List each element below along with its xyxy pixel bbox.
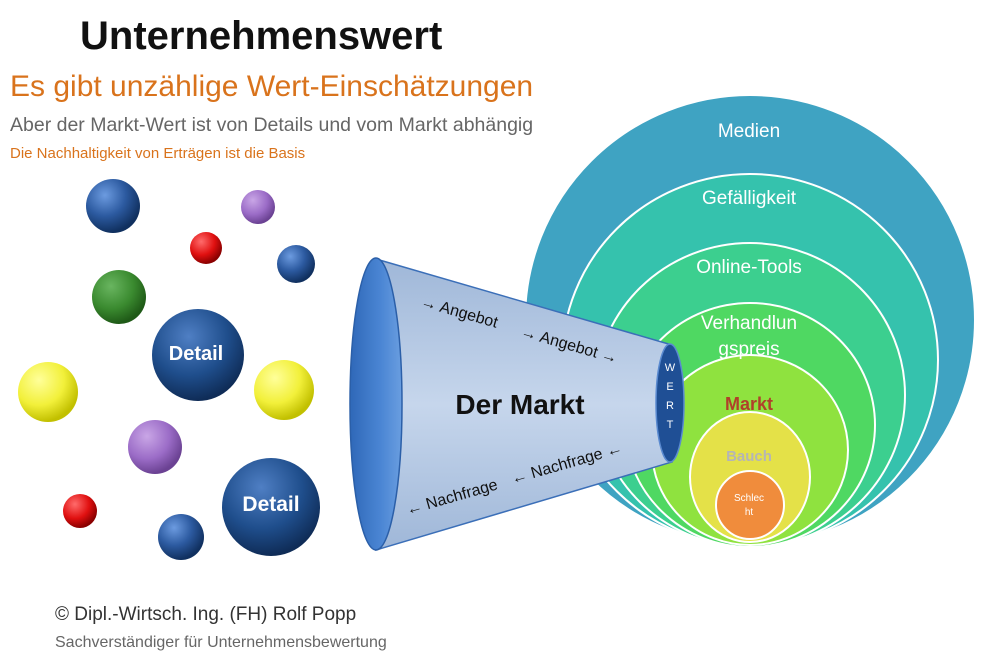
wert-letter: R (666, 400, 674, 412)
ring-label-schlecht: Schlec (734, 493, 764, 504)
wert-letter: W (665, 362, 676, 374)
funnel-label: Der Markt (455, 389, 584, 420)
funnel-mouth (349, 257, 403, 551)
funnel-outlet (655, 343, 685, 463)
wert-letter: T (667, 419, 674, 431)
detail-label: Detail (242, 493, 299, 516)
author-role-text: Sachverständiger für Unternehmensbewertu… (55, 634, 387, 651)
page-title: Unternehmenswert (80, 14, 443, 58)
ring-label-verhandlung-2: gspreis (718, 339, 779, 360)
blue-ball (158, 514, 204, 560)
ring-schlecht (715, 470, 785, 540)
ring-label-schlecht-2: ht (745, 507, 754, 518)
ring-label-markt: Markt (725, 394, 773, 414)
red-ball (190, 232, 222, 264)
detail-ball (152, 309, 244, 401)
wert-letter: E (666, 381, 673, 393)
detail-label: Detail (169, 343, 223, 365)
yellow-ball (18, 362, 78, 422)
copyright-text: © Dipl.-Wirtsch. Ing. (FH) Rolf Popp (55, 604, 357, 625)
red-ball (63, 494, 97, 528)
yellow-ball (254, 360, 314, 420)
ring-label-gefaelligkeit: Gefälligkeit (702, 188, 797, 209)
ring-label-medien: Medien (718, 121, 780, 142)
market-funnel (349, 257, 685, 552)
subtitle: Es gibt unzählige Wert-Einschätzungen (10, 70, 534, 103)
purple-ball (241, 190, 275, 224)
ring-label-online-tools: Online-Tools (696, 257, 802, 278)
ring-label-verhandlung: Verhandlun (701, 313, 797, 334)
blue-ball (86, 179, 140, 233)
ring-label-bauch: Bauch (726, 448, 772, 465)
sustainability-text: Die Nachhaltigkeit von Erträgen ist die … (10, 145, 306, 162)
blue-ball (277, 245, 315, 283)
detail-ball (222, 458, 320, 556)
green-ball (92, 270, 146, 324)
market-dependency-text: Aber der Markt-Wert ist von Details und … (10, 114, 534, 136)
purple-ball (128, 420, 182, 474)
